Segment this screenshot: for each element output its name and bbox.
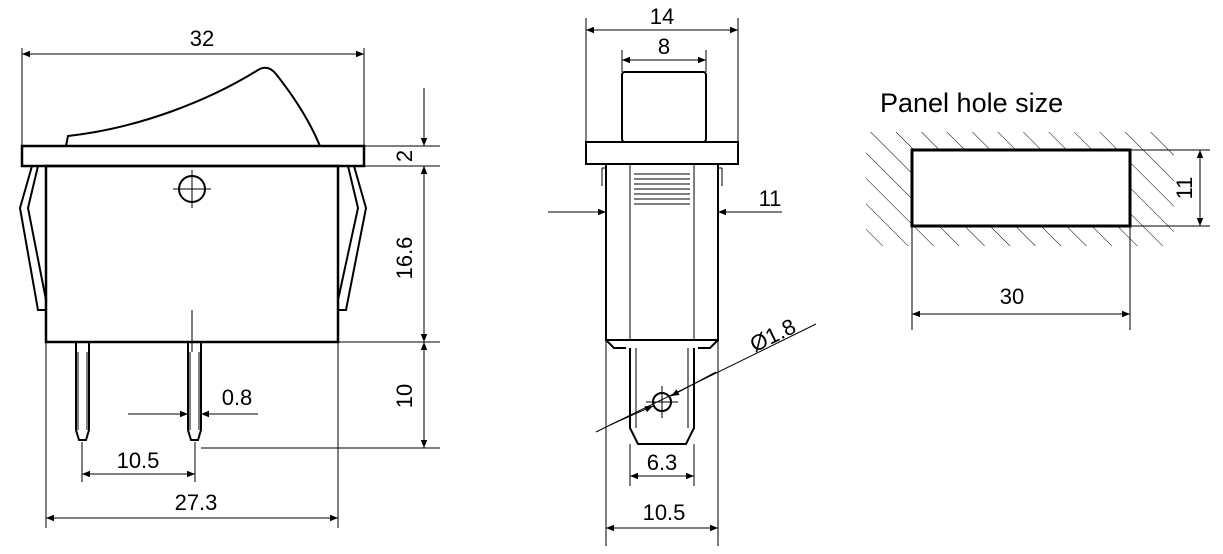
front-terminal	[629, 348, 695, 445]
dim-body-16-6: 16.6	[392, 237, 417, 280]
front-flange	[585, 141, 739, 165]
dim-rocker-8: 8	[658, 34, 670, 59]
dim-flange-14: 14	[650, 4, 674, 29]
rocker-actuator	[65, 66, 321, 147]
side-flange	[20, 144, 366, 168]
dim-flange-2: 2	[392, 150, 417, 162]
dim-thickness-0-8: 0.8	[222, 385, 253, 410]
panel-hole-title: Panel hole size	[880, 88, 1063, 118]
side-view	[18, 48, 440, 528]
right-clip	[337, 165, 368, 311]
dim-terminal-6-3: 6.3	[647, 450, 678, 475]
side-view-labels: 32 2 16.6 10 0.8 10.5 27.3	[117, 26, 417, 515]
dim-body-11: 11	[759, 186, 782, 211]
dim-base-10-5: 10.5	[643, 500, 686, 525]
front-body	[605, 163, 719, 341]
front-rocker	[621, 71, 707, 143]
grip-ribs	[634, 173, 690, 205]
dim-hole-diameter: Ø1.8	[746, 314, 800, 357]
dim-hole-30: 30	[1000, 284, 1024, 309]
panel-hole-view: Panel hole size 11 30	[866, 88, 1210, 330]
dim-width-32: 32	[190, 26, 214, 51]
dim-body-27-3: 27.3	[175, 490, 218, 515]
dim-terminal-10: 10	[392, 384, 417, 408]
dim-spacing-10-5: 10.5	[117, 448, 160, 473]
dim-hole-11: 11	[1172, 177, 1197, 200]
front-view	[548, 18, 817, 546]
panel-hatching	[866, 132, 1174, 246]
terminal-left	[75, 342, 90, 441]
panel-cutout	[910, 148, 1132, 228]
front-view-labels: 14 8 11 Ø1.8 6.3 10.5	[643, 4, 800, 525]
left-clip	[18, 165, 47, 311]
